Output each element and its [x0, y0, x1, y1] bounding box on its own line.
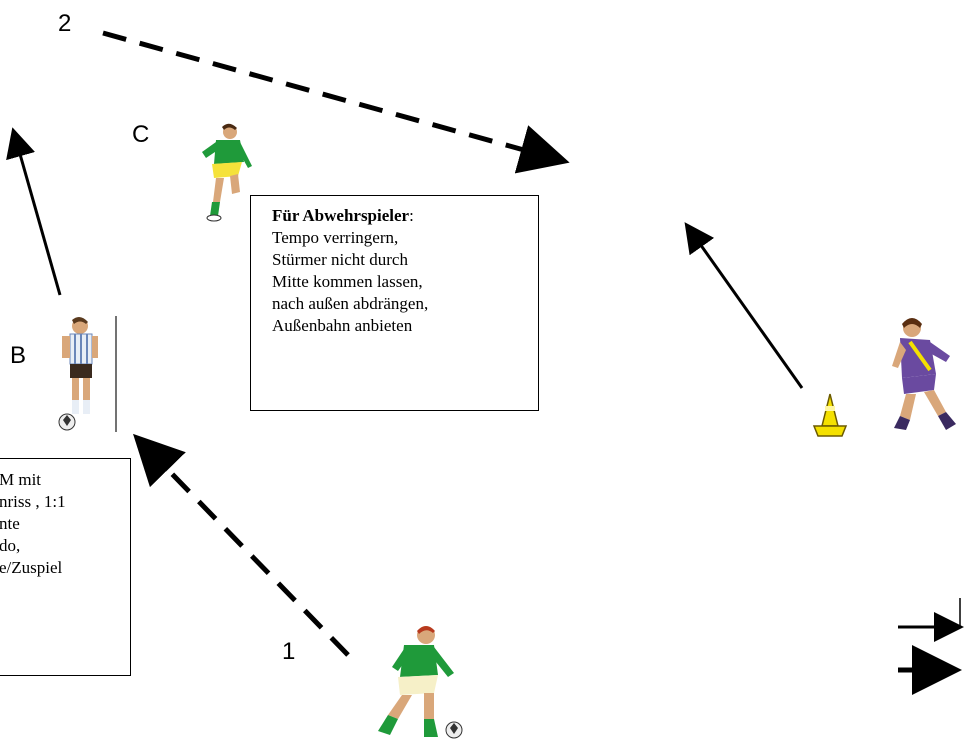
label-c: C [132, 121, 150, 148]
label-2: 2 [58, 10, 72, 37]
player-1-icon [378, 626, 463, 739]
attacker-box-line: nriss , 1:1 [0, 492, 66, 511]
attacker-box-line: e/Zuspiel [0, 558, 63, 577]
pass-arrow-2 [102, 30, 570, 174]
cone-icon [812, 393, 848, 437]
attacker-right-icon [892, 318, 956, 430]
attacker-box-line: do, [0, 536, 21, 555]
player-b-icon [58, 316, 98, 431]
run-arrow-b [6, 127, 62, 296]
attacker-instructions-box: M mit nriss , 1:1 nte do, e/Zuspiel [0, 458, 131, 676]
run-arrow-cone [684, 222, 804, 389]
label-1: 1 [282, 638, 296, 665]
defender-instructions-box: Für Abwehrspieler: Tempo verringern, Stü… [250, 195, 539, 411]
label-b: B [10, 342, 27, 369]
defender-box-line: Außenbahn anbieten [272, 316, 413, 335]
defender-box-line: Tempo verringern, [272, 228, 399, 247]
defender-box-heading: Für Abwehrspieler: [272, 206, 414, 225]
pass-arrow-1 [133, 433, 350, 657]
player-c-icon [202, 123, 252, 222]
defender-box-line: nach außen abdrängen, [272, 294, 429, 313]
defender-box-line: Stürmer nicht durch [272, 250, 408, 269]
attacker-box-line: M mit [0, 470, 42, 489]
attacker-box-line: nte [0, 514, 20, 533]
defender-box-line: Mitte kommen lassen, [272, 272, 423, 291]
